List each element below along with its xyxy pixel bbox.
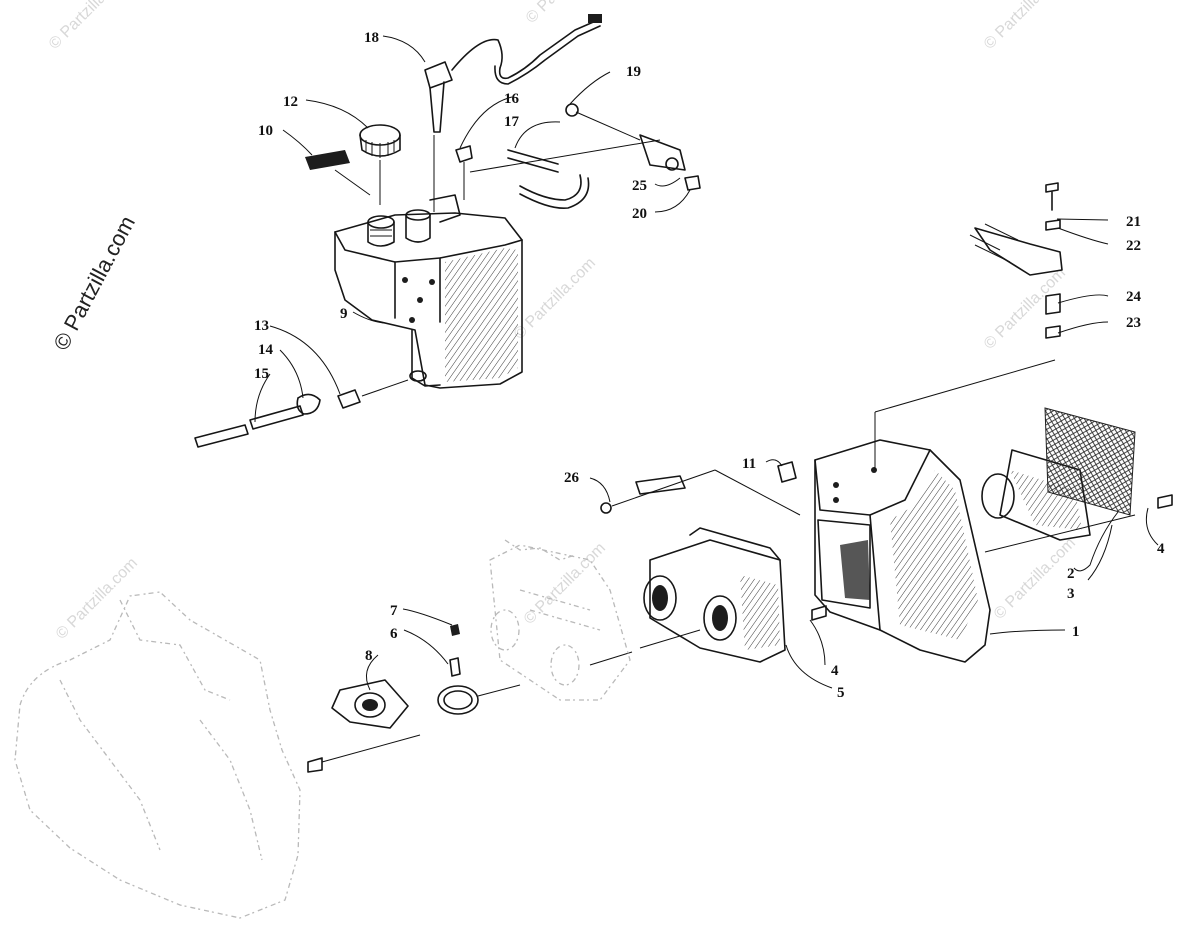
callout-25: 25 <box>632 178 647 194</box>
copyright-notice: © Partzilla.com <box>48 212 140 355</box>
air-silencer <box>814 359 1056 663</box>
callout-21: 21 <box>1126 214 1141 230</box>
callout-12: 12 <box>283 94 298 110</box>
watermark: © Partzilla.com <box>981 0 1069 53</box>
level-sensor <box>424 14 602 212</box>
callout-4-middle: 4 <box>831 663 839 679</box>
flange <box>307 624 701 773</box>
callout-5: 5 <box>837 685 845 701</box>
carburetor <box>489 539 631 701</box>
callout-1: 1 <box>1072 624 1080 640</box>
callout-4-right: 4 <box>1157 541 1165 557</box>
callout-14: 14 <box>258 342 274 358</box>
screw <box>1157 494 1173 509</box>
watermark: © Partzilla.com <box>46 0 134 53</box>
hose-fitting <box>600 461 801 516</box>
watermark: © Partzilla.com <box>981 265 1069 353</box>
callout-13: 13 <box>254 318 269 334</box>
engine-outline <box>14 591 301 919</box>
mount-hardware <box>969 182 1063 339</box>
callout-6: 6 <box>390 626 398 642</box>
callout-22: 22 <box>1126 238 1141 254</box>
callout-9: 9 <box>340 306 348 322</box>
callout-16: 16 <box>504 91 520 107</box>
callout-10: 10 <box>258 123 273 139</box>
callout-2: 2 <box>1067 566 1075 582</box>
callout-7: 7 <box>390 603 398 619</box>
callout-leaders <box>254 35 1159 691</box>
watermark: © Partzilla.com <box>511 255 599 343</box>
callout-3: 3 <box>1067 586 1075 602</box>
callout-23: 23 <box>1126 315 1141 331</box>
filler-cap <box>359 124 401 205</box>
hose-assembly <box>455 103 701 210</box>
callout-17: 17 <box>504 114 520 130</box>
callout-15: 15 <box>254 366 269 382</box>
callout-19: 19 <box>626 64 641 80</box>
intake-funnel <box>981 407 1136 553</box>
watermark: © Partzilla.com <box>53 555 141 643</box>
carb-adapter <box>589 527 786 666</box>
callout-8: 8 <box>365 648 373 664</box>
callout-labels: 1 2 3 4 4 5 6 7 8 9 10 11 12 13 14 15 16… <box>254 30 1165 701</box>
decal <box>305 150 371 196</box>
callout-18: 18 <box>364 30 379 46</box>
outlet-fitting <box>194 379 409 448</box>
callout-24: 24 <box>1126 289 1142 305</box>
screw <box>811 605 827 621</box>
callout-20: 20 <box>632 206 647 222</box>
oil-tank <box>334 194 523 389</box>
callout-11: 11 <box>742 456 756 472</box>
watermark: © Partzilla.com <box>521 540 609 628</box>
callout-26: 26 <box>564 470 580 486</box>
